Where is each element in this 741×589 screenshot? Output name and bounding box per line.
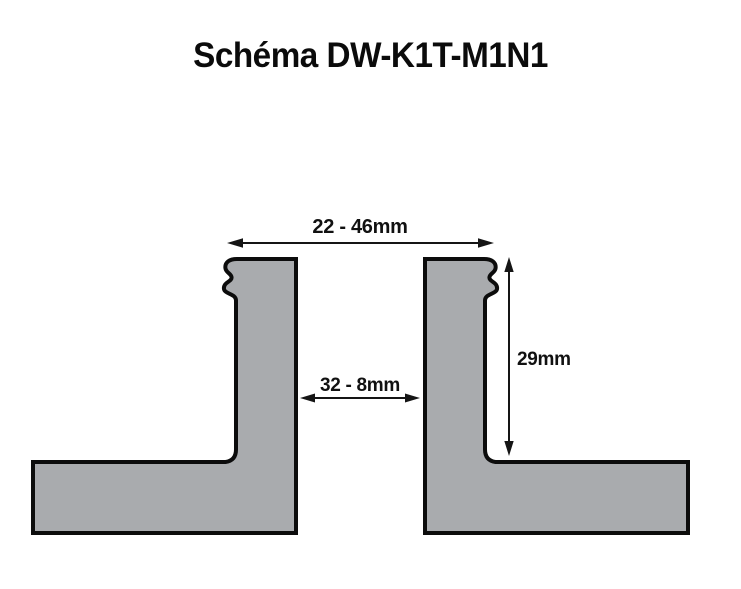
arrow-head-right — [478, 238, 494, 248]
arrow-head-top — [504, 257, 514, 272]
arrow-head-left — [300, 393, 315, 403]
dimension-top-span: 22 - 46mm — [227, 216, 494, 248]
dimension-gap: 32 - 8mm — [300, 375, 420, 403]
arrow-head-bottom — [504, 441, 514, 456]
arrow-head-left — [227, 238, 243, 248]
dimension-label-gap: 32 - 8mm — [320, 375, 400, 396]
dimension-height: 29mm — [504, 257, 571, 456]
dimension-label-top-span: 22 - 46mm — [312, 216, 407, 238]
left-profile-shape — [31, 257, 298, 535]
dimension-label-height: 29mm — [517, 349, 571, 370]
page-title: Schéma DW-K1T-M1N1 — [193, 36, 548, 75]
arrow-head-right — [405, 393, 420, 403]
right-profile-shape — [423, 257, 690, 535]
